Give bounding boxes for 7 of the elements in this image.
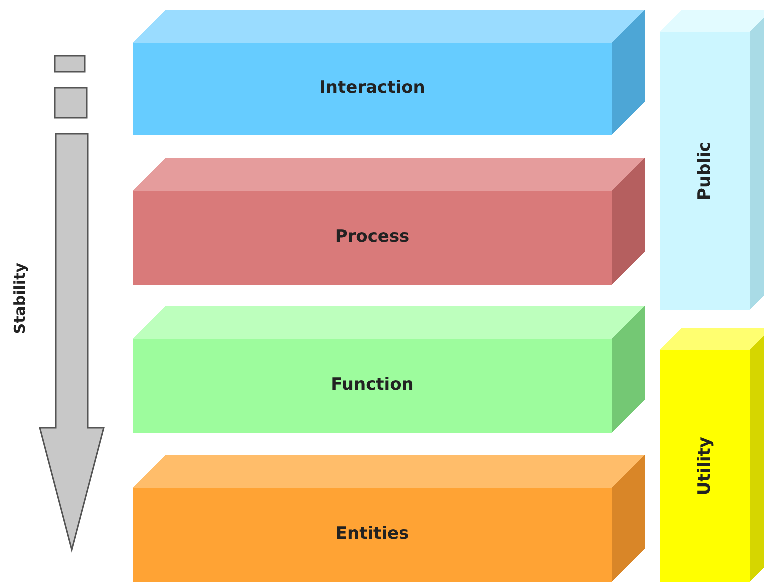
layer-label: Public: [695, 142, 715, 200]
layer-label: Interaction: [318, 78, 426, 98]
axis-label: Stability: [11, 262, 29, 334]
layer-label: Function: [330, 375, 415, 395]
layer-label: Utility: [695, 436, 715, 496]
layer-label: Entities: [334, 524, 410, 544]
layer-label: Process: [334, 227, 411, 247]
